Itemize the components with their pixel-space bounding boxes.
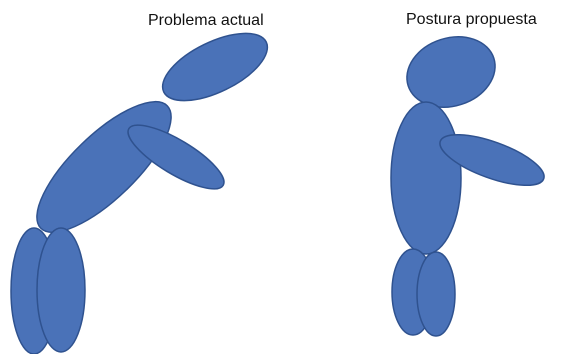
current-posture-figure: Problema actual (11, 12, 277, 354)
proposed-posture-figure: Postura propuesta (391, 11, 550, 336)
right-torso (391, 102, 461, 254)
right-leg-front (417, 252, 455, 336)
left-head (153, 20, 277, 115)
right-head (398, 26, 505, 118)
proposed-posture-label: Postura propuesta (406, 11, 537, 28)
current-posture-label: Problema actual (148, 12, 264, 29)
left-leg-front (37, 228, 85, 352)
